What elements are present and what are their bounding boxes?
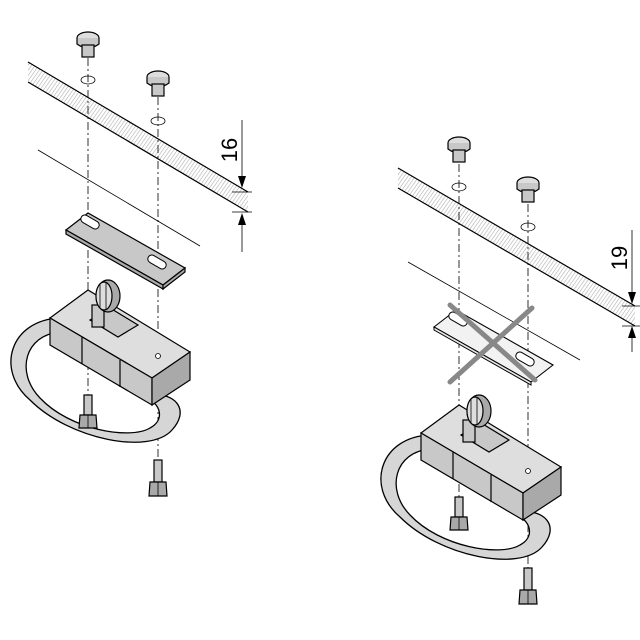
left-plate bbox=[64, 212, 187, 291]
right-rail bbox=[397, 167, 636, 361]
left-bottom-bolt-2 bbox=[148, 459, 168, 497]
left-bottom-bolt-1 bbox=[78, 394, 98, 429]
right-bottom-bolt-1 bbox=[449, 496, 469, 531]
dimension-right: 19 bbox=[607, 230, 640, 352]
dimension-left-label: 16 bbox=[217, 138, 242, 162]
dimension-left: 16 bbox=[217, 120, 252, 252]
left-clamp-block bbox=[48, 279, 192, 407]
cross-out-icon bbox=[447, 302, 538, 385]
right-clamp-block bbox=[419, 394, 563, 522]
right-plate-invalid bbox=[433, 309, 554, 386]
right-bottom-bolt-2 bbox=[518, 567, 538, 605]
right-assembly: 19 bbox=[380, 136, 640, 605]
right-ring bbox=[380, 434, 551, 560]
right-top-screw-2 bbox=[516, 176, 540, 580]
dimension-right-label: 19 bbox=[607, 246, 632, 270]
left-rail bbox=[27, 61, 249, 247]
left-assembly: 16 bbox=[10, 31, 252, 497]
